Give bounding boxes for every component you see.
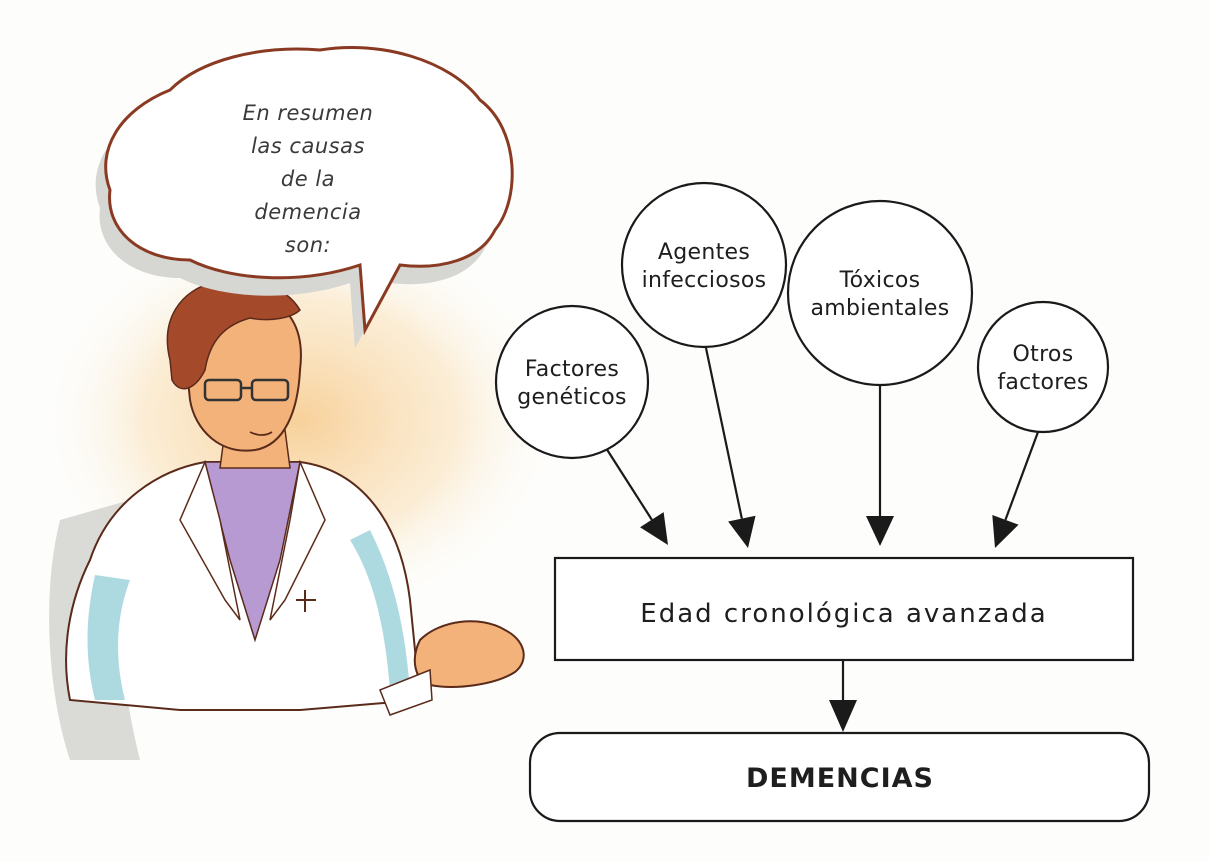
- lapel-right: [269, 459, 326, 621]
- speech-line: En resumen: [243, 101, 374, 125]
- cause-label: infecciosos: [642, 268, 767, 293]
- result-box: [528, 731, 1151, 823]
- cause-arrow-line: [1004, 431, 1040, 521]
- arrow-head-icon: [640, 512, 668, 545]
- coat-sleeve: [379, 668, 433, 716]
- cause-label: ambientales: [811, 296, 950, 321]
- cause-label: factores: [997, 370, 1088, 395]
- speech-line: de la: [281, 167, 335, 191]
- result-arrow-head-icon: [829, 700, 857, 732]
- cause-label: Factores: [525, 357, 619, 382]
- coat-shading-left: [87, 575, 130, 700]
- central-box: [553, 556, 1135, 662]
- speech-bubble: En resumen las causas de la demencia son:: [95, 46, 514, 348]
- cause-circle: [620, 181, 788, 349]
- cause-label: genéticos: [517, 385, 626, 410]
- cause-arrow-line: [704, 347, 743, 519]
- cause-label: Otros: [1013, 342, 1074, 367]
- cause-nodes: Factores genéticos Agentes infecciosos Tóxic…: [494, 181, 1110, 460]
- doctor-illustration: [40, 220, 560, 760]
- speech-line: son:: [285, 233, 331, 257]
- speech-line: demencia: [254, 200, 361, 224]
- cause-node-otros: Otros factores: [976, 300, 1110, 434]
- cause-node-toxicos: Tóxicos ambientales: [786, 199, 974, 387]
- arrow-head-icon: [728, 515, 756, 548]
- result-box-label: DEMENCIAS: [746, 763, 934, 794]
- mouth: [249, 431, 273, 436]
- cause-arrow-line: [605, 447, 653, 521]
- arrow-head-icon: [992, 515, 1019, 548]
- cause-circle: [976, 300, 1110, 434]
- cause-diagram: Factores genéticos Agentes infecciosos Tóxic…: [494, 181, 1151, 823]
- lapel-left: [179, 459, 241, 621]
- cause-circle: [494, 304, 650, 460]
- cause-label: Tóxicos: [839, 268, 921, 293]
- cause-label: Agentes: [658, 240, 750, 265]
- glasses-icon: [203, 378, 290, 402]
- cause-node-geneticos: Factores genéticos: [494, 304, 650, 460]
- coat-shading-right: [350, 530, 410, 690]
- hair: [166, 279, 301, 390]
- speech-bubble-outline: [104, 46, 514, 336]
- cause-circle: [786, 199, 974, 387]
- arrows: [605, 347, 1040, 548]
- cause-node-infecciosos: Agentes infecciosos: [620, 181, 788, 349]
- speech-line: las causas: [251, 134, 365, 158]
- arrow-head-icon: [866, 516, 894, 546]
- speech-text: En resumen las causas de la demencia son:: [243, 101, 374, 257]
- cross-emblem-icon: [296, 590, 316, 612]
- central-box-label: Edad cronológica avanzada: [640, 599, 1047, 629]
